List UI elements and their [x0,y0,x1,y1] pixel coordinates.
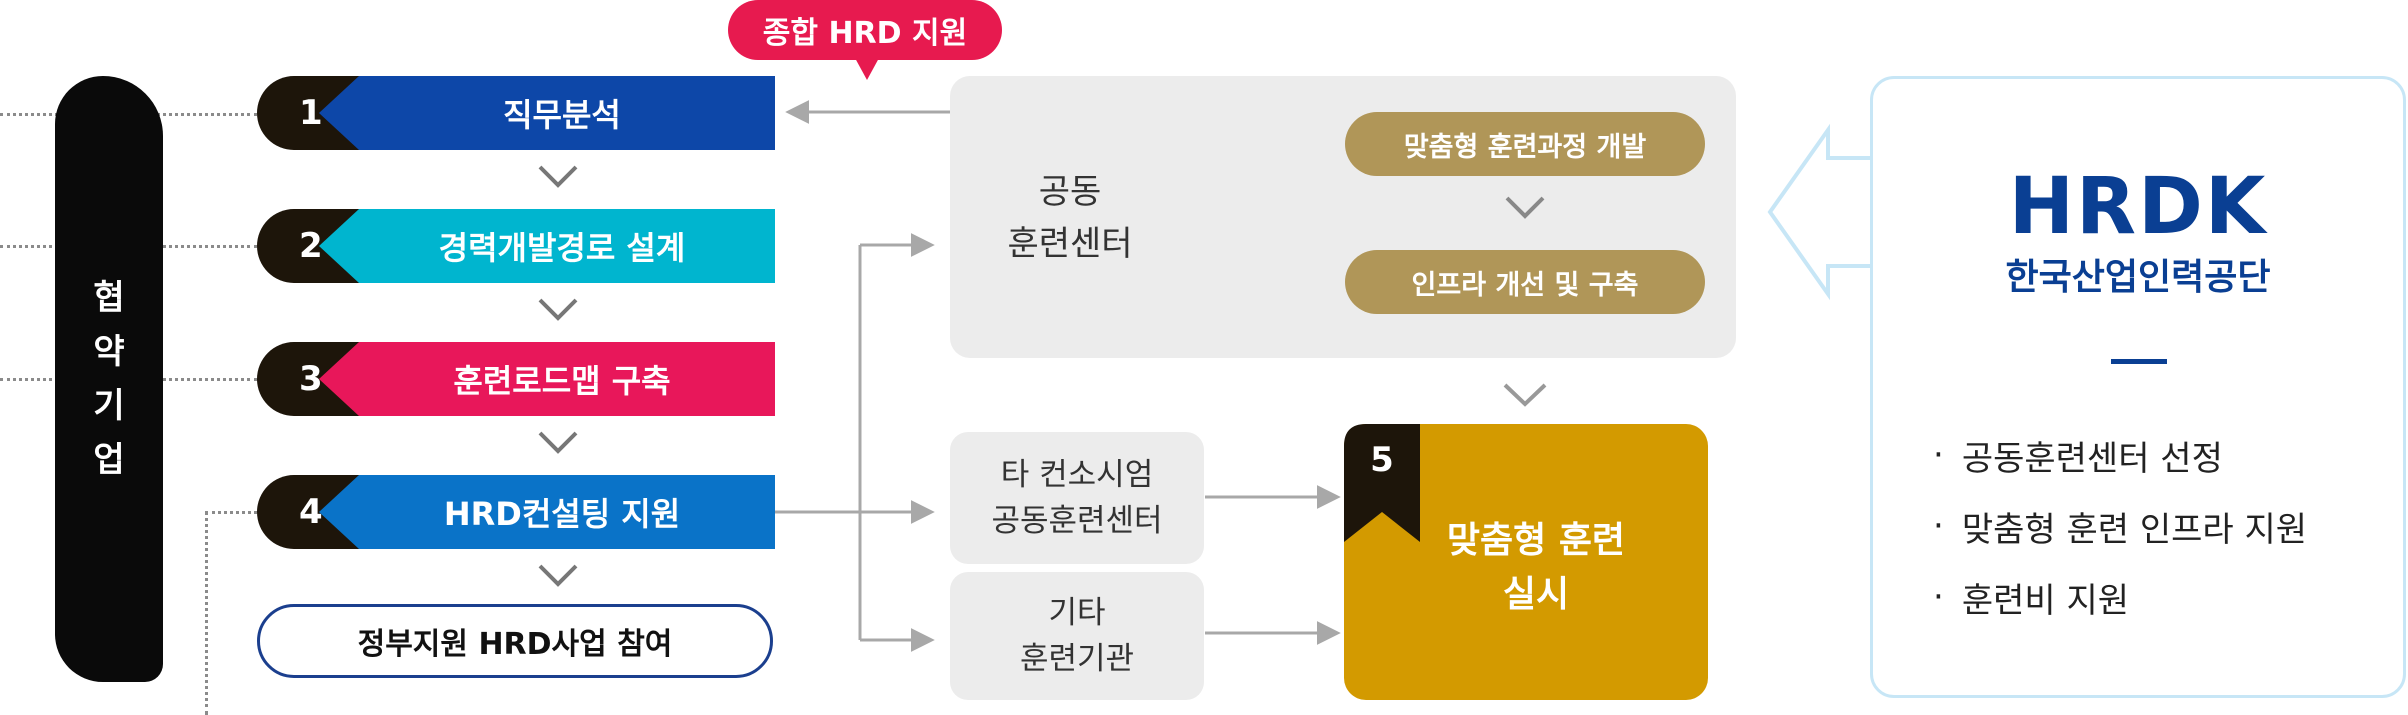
bullet-text: 맞춤형 훈련 인프라 지원 [1961,509,2308,550]
step-label: 직무분석 [319,76,775,150]
other-consortium-box: 타 컨소시엄 공동훈련센터 [950,432,1204,564]
bubble-tail [855,58,879,80]
bullet-item: · 맞춤형 훈련 인프라 지원 [1933,498,2393,554]
chevron-down-icon [1505,196,1545,219]
dotted-line-5 [205,511,208,715]
custom-course-pill: 맞춤형 훈련과정 개발 [1345,112,1705,176]
ribbon-bookmark [1344,424,1420,542]
hrdk-name: 한국산업인력공단 [2005,257,2271,298]
chevron-down-icon [1503,383,1547,407]
company-bar: 협약기업 [55,76,163,682]
step-1: 1 직무분석 [257,76,775,150]
step-3: 3 훈련로드맵 구축 [257,342,775,416]
gov-support-box: 정부지원 HRD사업 참여 [257,604,773,678]
infra-pill: 인프라 개선 및 구축 [1345,250,1705,314]
bullet-text: 훈련비 지원 [1961,580,2130,621]
dotted-line-4 [205,511,257,514]
chevron-down-icon [538,165,578,188]
hrd-support-bubble: 종합 HRD 지원 [728,0,1002,60]
bullet-text: 공동훈련센터 선정 [1961,438,2223,479]
step-label: HRD컨설팅 지원 [319,475,775,549]
other-institution-box: 기타 훈련기관 [950,572,1204,700]
bullet-dot: · [1933,577,1944,617]
chevron-down-icon [538,564,578,587]
bullet-dot: · [1933,506,1944,546]
final-number: 5 [1370,440,1394,480]
chevron-down-icon [538,431,578,454]
step-4: 4 HRD컨설팅 지원 [257,475,775,549]
company-label: 협약기업 [93,278,125,480]
hollow-arrow-left-icon [1767,123,1870,301]
bullet-item: · 훈련비 지원 [1933,569,2393,625]
center-label: 공동 훈련센터 [1007,172,1133,264]
step-2: 2 경력개발경로 설계 [257,209,775,283]
final-label: 맞춤형 훈련 실시 [1446,520,1626,615]
bullet-dot: · [1933,435,1944,475]
final-training-box: 5 맞춤형 훈련 실시 [1344,424,1708,700]
hrdk-logo: HRDK [2008,162,2268,252]
hrdk-panel: HRDK 한국산업인력공단 · 공동훈련센터 선정 · 맞춤형 훈련 인프라 지… [1870,76,2406,698]
divider [2111,359,2167,364]
step-label: 훈련로드맵 구축 [319,342,775,416]
bullet-item: · 공동훈련센터 선정 [1933,427,2393,483]
step-label: 경력개발경로 설계 [319,209,775,283]
chevron-down-icon [538,298,578,321]
